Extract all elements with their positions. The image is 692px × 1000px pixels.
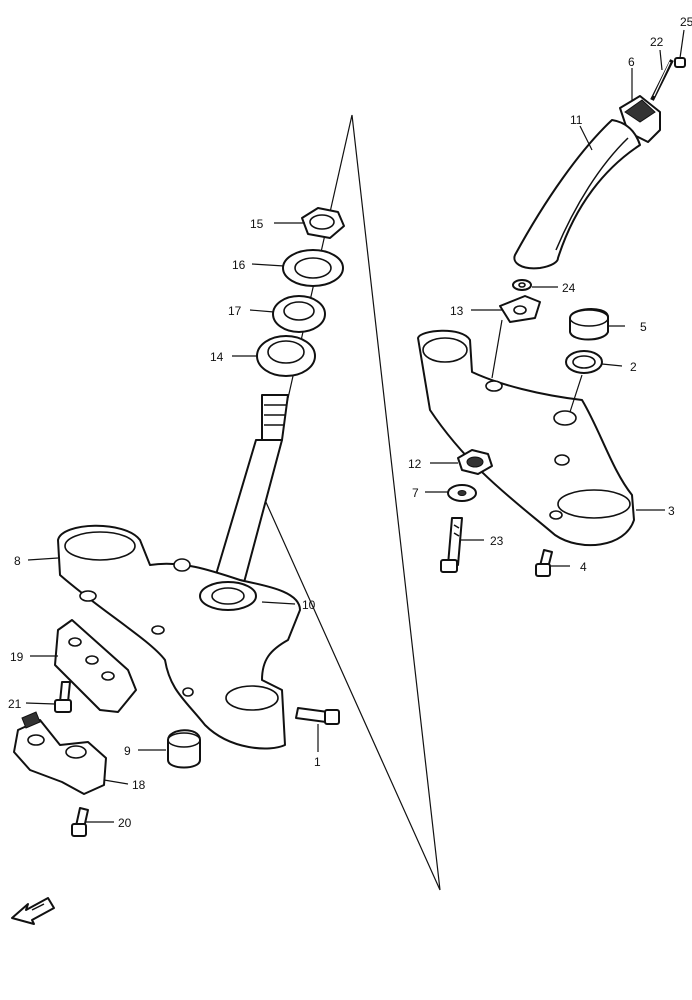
part-15-stem-nut xyxy=(301,207,345,239)
part-12-nut xyxy=(457,449,493,475)
part-8-steering-stem-lower-bracket xyxy=(57,394,301,750)
callout-16: 16 xyxy=(232,258,246,272)
part-9-bushing xyxy=(167,729,201,769)
callout-6: 6 xyxy=(628,55,635,69)
part-21-bolt xyxy=(54,681,72,713)
part-11-handlebar xyxy=(513,119,641,270)
part-2-grommet xyxy=(565,350,603,374)
front-direction-arrow-icon xyxy=(11,897,55,925)
part-10-lower-bearing xyxy=(199,581,257,611)
callout-13: 13 xyxy=(450,304,464,318)
callout-17: 17 xyxy=(228,304,242,318)
callout-23: 23 xyxy=(490,534,504,548)
callout-19: 19 xyxy=(10,650,24,664)
assembly-guide-line xyxy=(264,114,441,891)
callout-7: 7 xyxy=(412,486,419,500)
callout-8: 8 xyxy=(14,554,21,568)
callout-11: 11 xyxy=(570,113,583,127)
part-19-clamp-cover xyxy=(54,619,137,713)
part-13-plate xyxy=(499,295,541,323)
part-16-dust-seal xyxy=(282,249,344,287)
part-5-cap xyxy=(569,308,609,341)
part-23-bolt xyxy=(440,517,463,573)
part-1-stem-bolt xyxy=(295,707,340,725)
leader-lines xyxy=(25,29,685,823)
callout-12: 12 xyxy=(408,457,422,471)
callout-14: 14 xyxy=(210,350,224,364)
part-7-washer xyxy=(447,484,477,502)
part-24-washer xyxy=(512,279,532,291)
callout-1: 1 xyxy=(314,755,321,769)
callout-5: 5 xyxy=(640,320,647,334)
callout-18: 18 xyxy=(132,778,146,792)
part-20-bolt xyxy=(71,807,89,837)
part-14-bearing-race xyxy=(256,335,316,377)
part-4-bolt xyxy=(535,549,553,577)
callout-22: 22 xyxy=(650,35,664,49)
callout-20: 20 xyxy=(118,816,132,830)
callout-9: 9 xyxy=(124,744,131,758)
part-25-nut xyxy=(674,57,686,68)
part-22-bolt xyxy=(650,59,674,101)
part-17-bearing xyxy=(272,295,326,333)
callout-21: 21 xyxy=(8,697,22,711)
callout-3: 3 xyxy=(668,504,675,518)
callout-24: 24 xyxy=(562,281,576,295)
callout-4: 4 xyxy=(580,560,587,574)
callout-15: 15 xyxy=(250,217,264,231)
callout-10: 10 xyxy=(302,598,316,612)
callout-2: 2 xyxy=(630,360,637,374)
part-3-upper-bracket xyxy=(417,329,635,547)
callout-25: 25 xyxy=(680,15,692,29)
part-18-clamp xyxy=(13,711,107,795)
